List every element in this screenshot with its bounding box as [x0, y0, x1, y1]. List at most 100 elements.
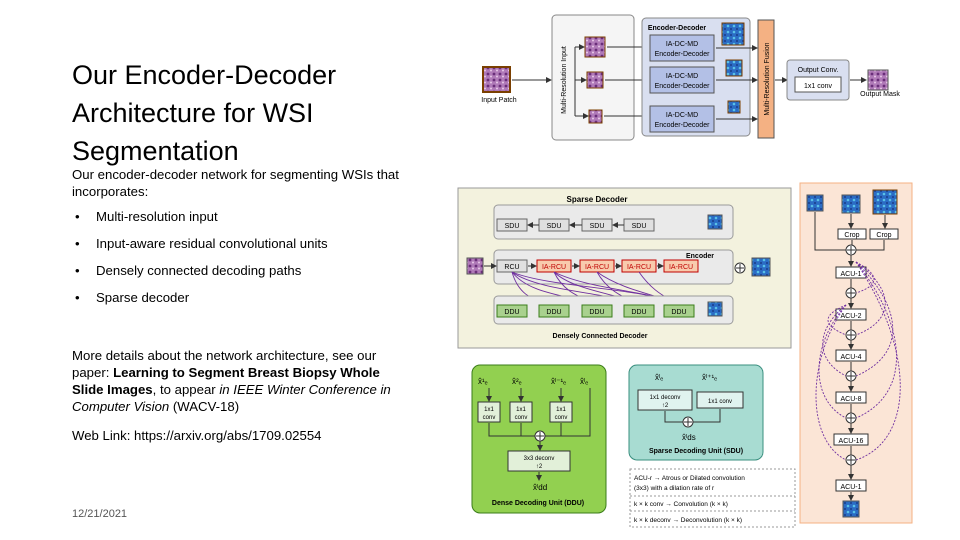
deconv-3x3-block — [507, 450, 571, 472]
svg-text:IA-DC-MD: IA-DC-MD — [666, 112, 698, 119]
conv-1x1-block — [477, 401, 501, 423]
svg-text:(3x3) with a dilation rate of: (3x3) with a dilation rate of r — [634, 485, 715, 492]
svg-text:x̂ˡds: x̂ˡds — [682, 433, 696, 442]
svg-text:Crop: Crop — [844, 232, 859, 239]
svg-text:ACU-4: ACU-4 — [840, 354, 861, 361]
svg-text:Encoder-Decoder: Encoder-Decoder — [655, 51, 711, 58]
ddu-block — [663, 304, 695, 318]
ia-dc-md-block-3 — [649, 105, 715, 133]
bullet-icon: • — [75, 236, 80, 251]
svg-text:Encoder-Decoder: Encoder-Decoder — [655, 83, 711, 90]
svg-text:DDU: DDU — [671, 309, 686, 316]
sdu-row: SDU SDU SDU SDU — [496, 218, 655, 232]
acu-input-image-3 — [872, 189, 898, 215]
svg-text:1x1: 1x1 — [484, 407, 494, 413]
svg-text:RCU: RCU — [504, 264, 519, 271]
sparse-output-image — [707, 214, 723, 230]
svg-text:x̂ˡdd: x̂ˡdd — [533, 483, 547, 492]
feature-item: •Sparse decoder — [75, 290, 190, 305]
intro-text: Our encoder-decoder network for segmenti… — [72, 167, 399, 199]
encoder-input-image — [466, 257, 484, 275]
sparse-decoder-label: Sparse Decoder — [567, 195, 628, 204]
svg-text:conv: conv — [555, 415, 568, 421]
svg-text:ACU-1: ACU-1 — [840, 484, 861, 491]
slide-date: 12/21/2021 — [72, 508, 128, 520]
svg-text:SDU: SDU — [632, 223, 647, 230]
svg-text:IA-RCU: IA-RCU — [542, 264, 566, 271]
svg-text:1x1 deconv: 1x1 deconv — [650, 395, 681, 401]
svg-text:DDU: DDU — [631, 309, 646, 316]
input-patch-image — [482, 66, 511, 93]
input-patch-label: Input Patch — [481, 97, 517, 104]
detail-diagram: Sparse Decoder SDU SDU SDU SDU Encoder R… — [457, 187, 792, 349]
enc-output-image-2 — [725, 59, 743, 77]
svg-text:ACU-r → Atrous or Dilated conv: ACU-r → Atrous or Dilated convolution — [634, 475, 745, 482]
svg-text:SDU: SDU — [505, 223, 520, 230]
title-line-2: Architecture for WSI — [72, 98, 314, 128]
multires-input-label: Multi-Resolution Input — [561, 46, 568, 114]
svg-text:SDU: SDU — [547, 223, 562, 230]
svg-text:conv: conv — [483, 415, 496, 421]
sparse-decoder-panel — [493, 204, 734, 240]
bullet-icon: • — [75, 290, 80, 305]
svg-text:DDU: DDU — [589, 309, 604, 316]
dense-decoder-label: Densely Connected Decoder — [553, 333, 648, 340]
svg-text:DDU: DDU — [504, 309, 519, 316]
title-line-1: Our Encoder-Decoder — [72, 60, 337, 90]
slide-title: Our Encoder-Decoder Architecture for WSI… — [72, 56, 442, 170]
res-image-3 — [588, 109, 603, 124]
svg-text:SDU: SDU — [590, 223, 605, 230]
svg-text:1x1: 1x1 — [556, 407, 566, 413]
svg-text:IA-RCU: IA-RCU — [585, 264, 609, 271]
conv-1x1-block — [794, 76, 842, 93]
svg-text:ACU-2: ACU-2 — [840, 313, 861, 320]
paper-title: Learning to Segment Breast Biopsy Whole … — [72, 365, 380, 397]
svg-text:↑2: ↑2 — [536, 464, 543, 470]
svg-text:k × k conv → Convolution (k ×: k × k conv → Convolution (k × k) — [634, 501, 728, 508]
svg-text:IA-RCU: IA-RCU — [669, 264, 693, 271]
svg-text:1x1: 1x1 — [516, 407, 526, 413]
svg-text:ACU-1: ACU-1 — [840, 271, 861, 278]
conv-1x1-block — [696, 391, 744, 409]
ddu-block — [581, 304, 613, 318]
ia-rcu-block — [663, 259, 699, 273]
bullet-icon: • — [75, 263, 80, 278]
output-mask-label: Output Mask — [860, 91, 900, 98]
svg-text:3x3 deconv: 3x3 deconv — [524, 456, 555, 462]
crop-block — [837, 228, 867, 240]
ddu-title: Dense Decoding Unit (DDU) — [492, 500, 584, 507]
acu-column: Crop Crop ACU-1 ACU-2 ACU-4 ACU-8 — [799, 182, 913, 524]
acu-block — [835, 391, 867, 404]
ddu-row: DDU DDU DDU DDU DDU — [496, 304, 695, 318]
svg-text:IA-RCU: IA-RCU — [627, 264, 651, 271]
svg-text:x̂ˡₑ: x̂ˡₑ — [580, 377, 588, 386]
crop-block — [869, 228, 899, 240]
svg-text:↑2: ↑2 — [662, 403, 669, 409]
svg-text:DDU: DDU — [546, 309, 561, 316]
acu-block — [835, 479, 867, 492]
dense-decoder-panel — [493, 295, 734, 325]
details-text: More details about the network architect… — [72, 348, 391, 414]
sdu-detail-box: x̂ˡₑ x̂ˡ⁺¹ₑ 1x1 deconv ↑2 1x1 conv x̂ˡds… — [628, 364, 764, 461]
title-line-3: Segmentation — [72, 136, 239, 166]
ddu-block — [623, 304, 655, 318]
ddu-block — [496, 304, 528, 318]
sdu-detail-panel — [628, 364, 764, 461]
venue: in IEEE Winter Conference in Computer Vi… — [72, 382, 391, 414]
acu-input-image-2 — [841, 194, 861, 214]
svg-text:x̂ˡₑ: x̂ˡₑ — [655, 373, 663, 382]
conv-1x1-block — [549, 401, 573, 423]
feature-item: •Densely connected decoding paths — [75, 263, 302, 278]
enc-output-image-1 — [721, 22, 745, 46]
fusion-label: Multi-Resolution Fusion — [764, 42, 771, 115]
fusion-block — [757, 19, 775, 139]
svg-text:IA-DC-MD: IA-DC-MD — [666, 73, 698, 80]
acu-block — [835, 349, 867, 362]
legend-panel — [629, 468, 796, 528]
acu-block — [835, 308, 867, 321]
acu-output-image — [842, 500, 860, 518]
web-link[interactable]: Web Link: https://arxiv.org/abs/1709.025… — [72, 428, 322, 443]
feature-list: •Multi-resolution input •Input-aware res… — [72, 209, 328, 317]
ia-dc-md-block-2 — [649, 66, 715, 94]
